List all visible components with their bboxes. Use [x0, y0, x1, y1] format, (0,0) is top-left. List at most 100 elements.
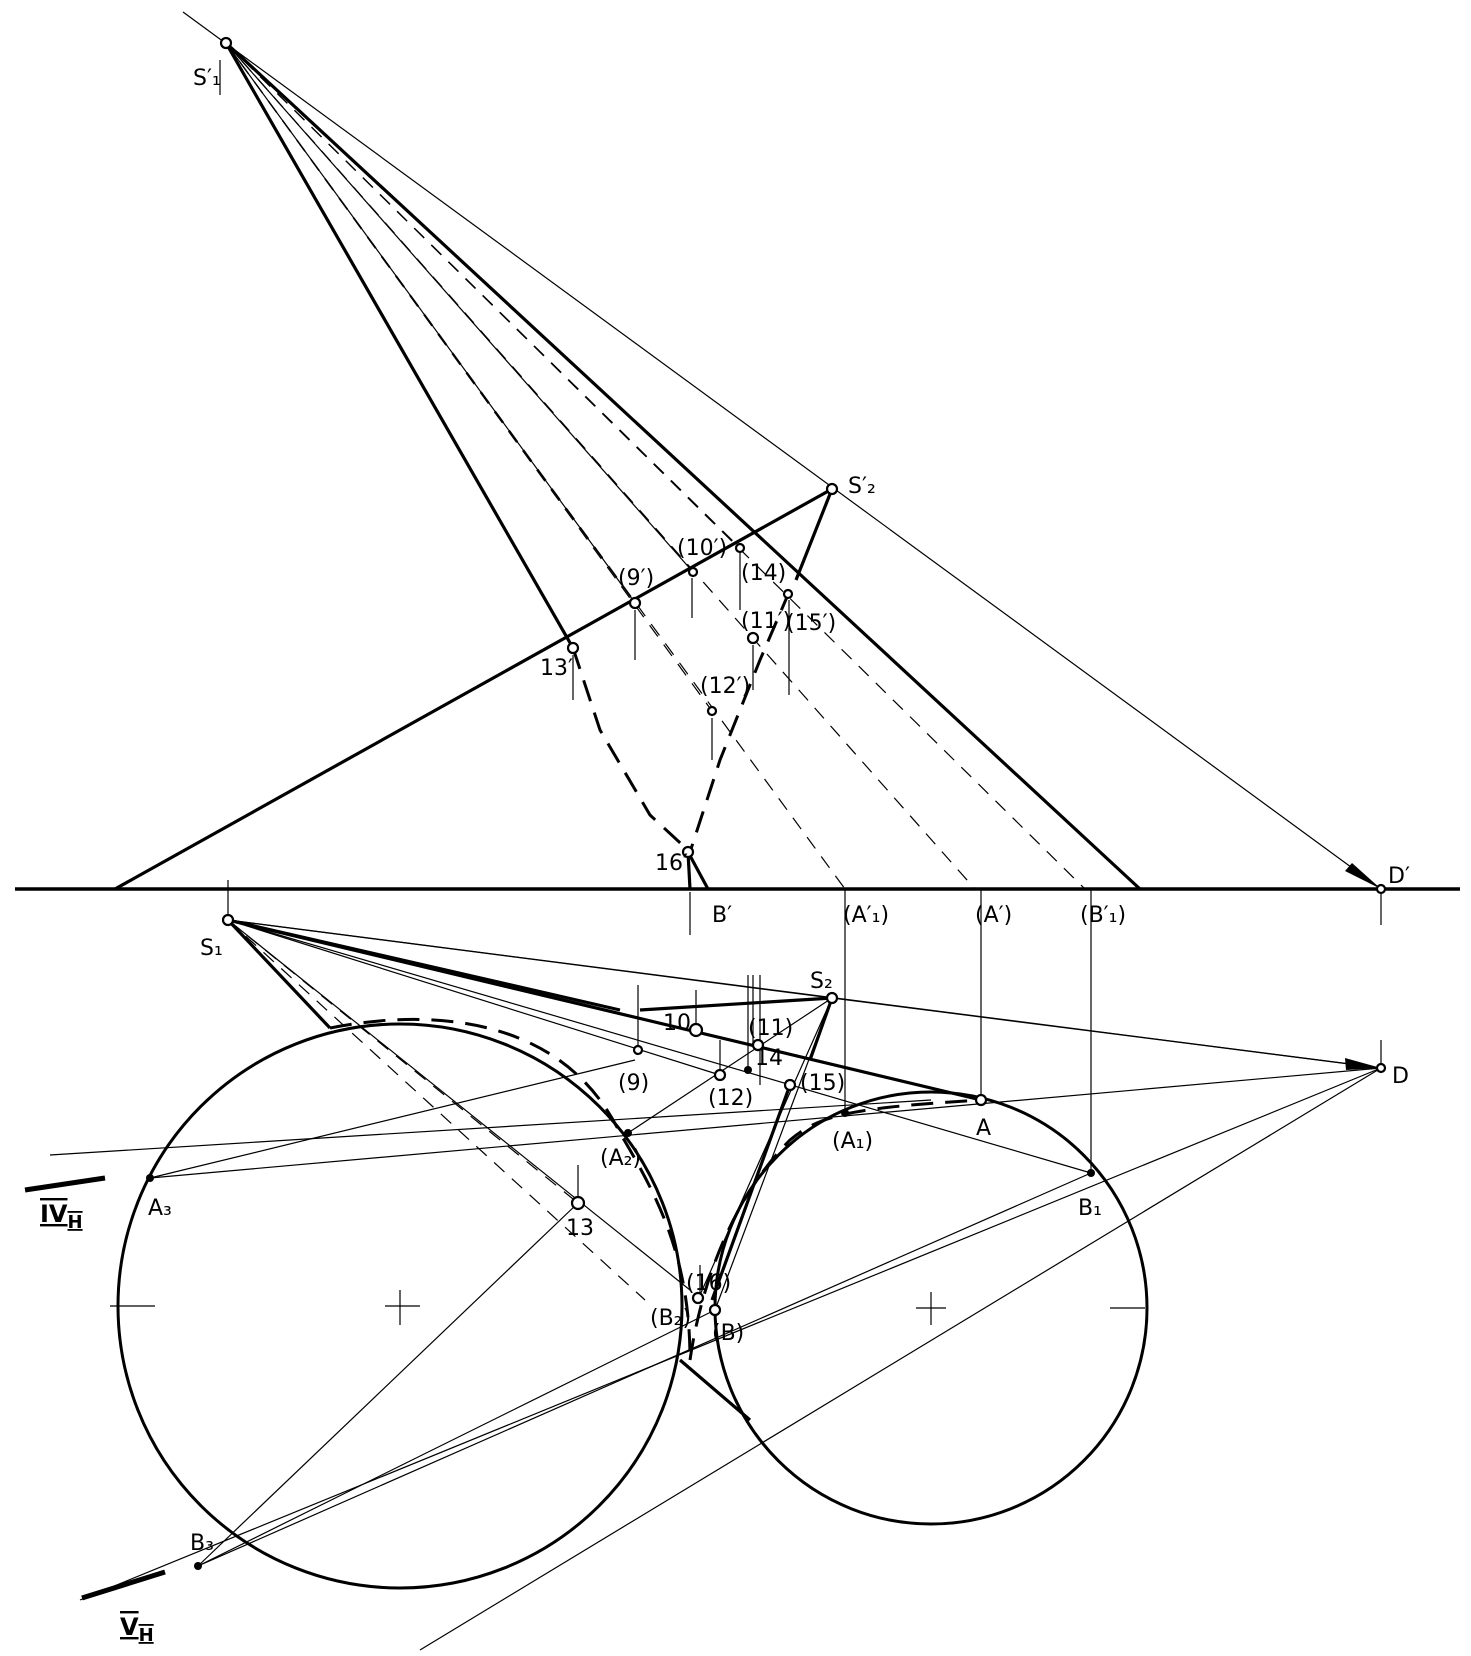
point-13-front [566, 641, 580, 655]
label-15-front: (15′) [786, 611, 836, 636]
dash-s1-14-front [225, 42, 741, 549]
label-14-front: (14) [741, 561, 786, 586]
label-12-front: (12′) [700, 674, 750, 699]
point-9-top [632, 1044, 644, 1056]
dash-s1-12-front [225, 42, 713, 712]
thick-s2-b [710, 1084, 792, 1301]
line-a3-a2 [149, 1059, 636, 1179]
point-12-top [713, 1068, 727, 1082]
point-15-front [782, 588, 794, 600]
thin-s2-a2 [627, 997, 833, 1134]
point-b3-top [194, 1562, 202, 1570]
edge-base-s2-front [114, 487, 833, 891]
point-16-front [681, 845, 695, 859]
point-s1-top [221, 913, 235, 927]
label-a2-top: (A₂) [600, 1146, 641, 1171]
point-d-top [1375, 1062, 1387, 1074]
point-14-top [744, 1066, 752, 1074]
thick-s1-s2-top [227, 918, 621, 1012]
dash-s1-b2-top [227, 919, 646, 1301]
line-b2-s1 [678, 1358, 752, 1422]
label-b3-top: B₃ [190, 1531, 214, 1556]
curve-a2-b2-top [329, 1017, 692, 1361]
label-trace-iv-main: IV [40, 1200, 68, 1228]
edge-s1-b1-front [224, 41, 1142, 891]
label-10-front: (10′) [677, 536, 727, 561]
label-s1-top: S₁ [200, 936, 223, 961]
label-s2-front: S′₂ [848, 474, 876, 499]
point-s2-front [825, 482, 839, 496]
point-b1-top [1087, 1169, 1095, 1177]
point-11-top [751, 1038, 765, 1052]
label-13-front: 13′ [540, 656, 573, 681]
label-14-top: 14 [755, 1046, 783, 1071]
point-14-front [734, 542, 746, 554]
thick-s2-edge [639, 996, 833, 1012]
line-s1-d-front [182, 11, 1382, 890]
label-a3-top: A₃ [148, 1196, 172, 1221]
label-s2-top: S₂ [810, 969, 833, 994]
label-trace-iv-sub: H [68, 1212, 83, 1233]
top-view: S₁ S₂ 10 (11) 14 (9) (12) (15) (A₂) (A₁)… [24, 913, 1409, 1651]
front-view: S′₁ S′₂ (9′) (10′) (14) (11′) (15′) 13′ … [15, 11, 1460, 1173]
point-16-top [691, 1291, 705, 1305]
line-b3-b1 [197, 1172, 1092, 1567]
label-b1-front: (B′₁) [1080, 903, 1126, 928]
label-trace-v-main: V [120, 1613, 139, 1641]
label-13-top: 13 [566, 1216, 594, 1241]
thin-s1-10-front [225, 42, 694, 573]
curve-13-16-front [571, 647, 692, 854]
label-9-front: (9′) [618, 566, 654, 591]
label-9-top: (9) [618, 1071, 649, 1096]
thin-s1-9-front [225, 42, 636, 604]
trace-v-thick [81, 1569, 166, 1601]
line-lower-tangent [419, 1067, 1382, 1651]
thin-s2-b [714, 997, 833, 1311]
dash-s1-13-top [227, 919, 579, 1204]
label-b1-top: B₁ [1078, 1196, 1102, 1221]
point-12-front [706, 705, 718, 717]
label-15-top: (15) [800, 1071, 845, 1096]
label-12-top: (12) [708, 1086, 753, 1111]
label-10-top: 10 [663, 1011, 691, 1036]
trace-v-line [79, 1067, 1382, 1601]
label-a-top: A [976, 1116, 991, 1141]
label-b-top: (B) [712, 1321, 744, 1346]
arrow-head-d-front [1345, 863, 1381, 889]
line-a3-d [149, 1067, 1382, 1179]
label-b2-top: (B₂) [650, 1306, 691, 1331]
line-b3-13 [197, 1202, 579, 1567]
label-trace-v-sub: H [139, 1625, 154, 1646]
label-d-top: D [1392, 1064, 1409, 1089]
label-a1-front: (A′₁) [843, 903, 889, 928]
label-16-front: 16′ [655, 851, 688, 876]
point-a3-top [146, 1174, 154, 1182]
line-s2-d-top [831, 997, 1382, 1069]
point-10-front [687, 566, 699, 578]
label-16-top: (16) [686, 1271, 731, 1296]
point-a1-top [841, 1109, 849, 1117]
edge-s1-13-front [224, 42, 575, 649]
label-a-front: (A′) [975, 903, 1012, 928]
point-d-front [1375, 883, 1387, 895]
point-9-front [628, 596, 642, 610]
label-b-front: B′ [712, 903, 732, 928]
label-trace-v: VH [120, 1613, 154, 1646]
edge-16-ground-front [686, 851, 692, 890]
point-a2-top [624, 1129, 632, 1137]
point-a-top [974, 1093, 988, 1107]
trace-iv-line [49, 1099, 932, 1156]
thin-s1-b1-top [227, 919, 1092, 1174]
label-a1-top: (A₁) [832, 1129, 873, 1154]
line-b3-b [197, 1309, 716, 1567]
label-11-front: (11′) [741, 609, 791, 634]
edge-s1-s2-top [227, 919, 833, 999]
label-s1-front: S′₁ [193, 66, 221, 91]
point-s1-front [219, 36, 233, 50]
trace-iv-thick [24, 1175, 106, 1193]
label-trace-iv: IVH [40, 1200, 83, 1233]
curve-inner-right [688, 1098, 982, 1361]
point-s2-top [825, 991, 839, 1005]
curve-15-16-front [688, 589, 792, 853]
point-13-top [570, 1195, 586, 1211]
